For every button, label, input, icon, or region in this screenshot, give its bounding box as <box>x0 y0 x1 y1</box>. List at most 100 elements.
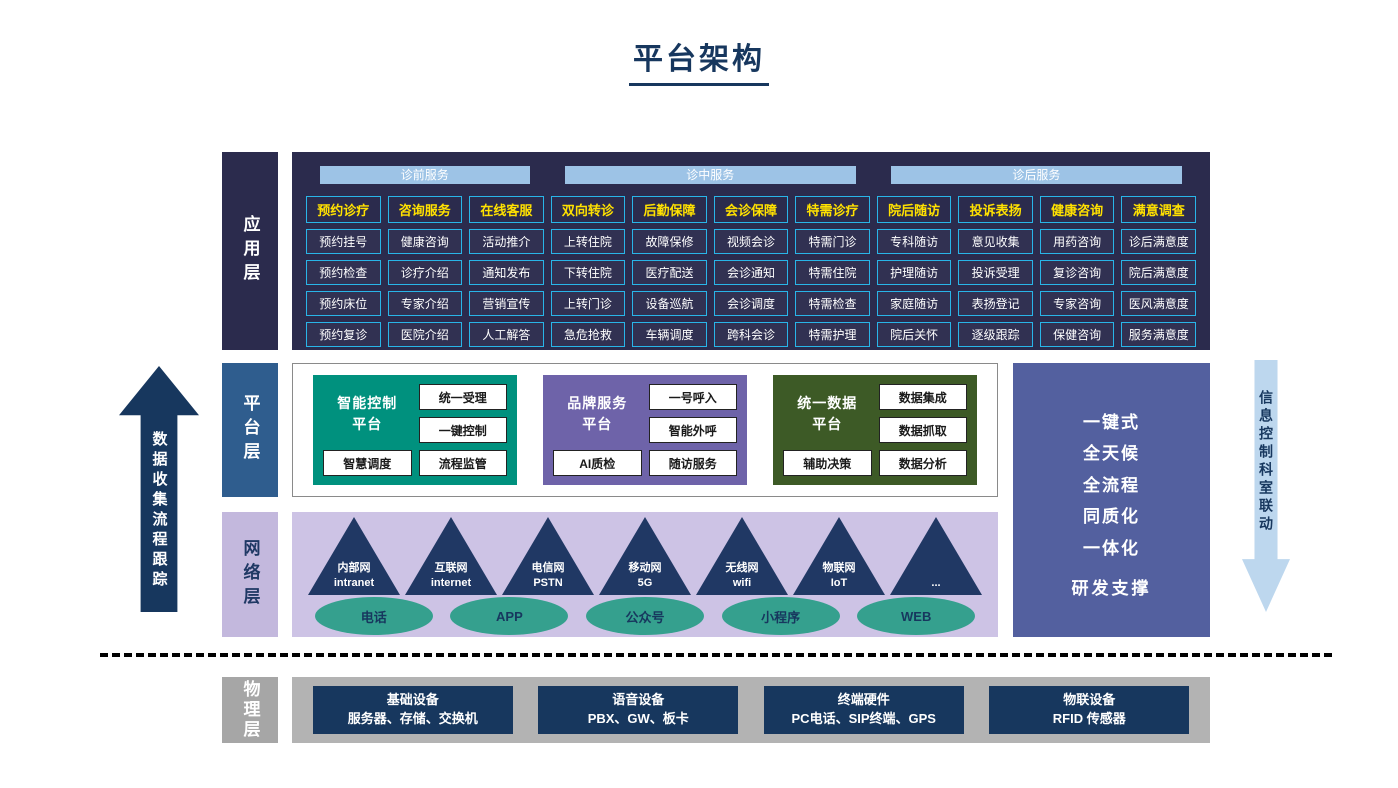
layer-label-application: 应用层 <box>222 152 278 350</box>
support-panel: 一键式 全天候 全流程 同质化 一体化 研发支撑 <box>1013 363 1210 637</box>
service-column: 预约诊疗预约挂号预约检查预约床位预约复诊 <box>306 196 381 347</box>
access-channel: 公众号 <box>585 597 704 635</box>
service-column-header: 预约诊疗 <box>306 196 381 223</box>
platform-name: 品牌服务 平台 <box>567 394 628 432</box>
platform-item: 数据集成 <box>878 384 967 410</box>
service-item: 家庭随访 <box>876 291 952 316</box>
service-column-header: 咨询服务 <box>387 196 463 223</box>
service-item: 护理随访 <box>876 260 952 285</box>
service-item: 保健咨询 <box>1039 322 1115 347</box>
service-column: 在线客服活动推介通知发布营销宣传人工解答 <box>469 196 544 347</box>
service-item: 特需住院 <box>795 260 870 285</box>
service-item: 医风满意度 <box>1121 291 1196 316</box>
page-title-text: 平台架构 <box>629 34 769 86</box>
device-title: 基础设备 <box>386 692 439 708</box>
service-item: 下转住院 <box>550 260 626 285</box>
network-node: 移动网 5G <box>599 517 691 595</box>
layer-divider <box>100 653 1332 657</box>
data-collection-arrow-label: 数据收集流程跟踪 <box>150 431 168 591</box>
service-column: 会诊保障视频会诊会诊通知会诊调度跨科会诊 <box>713 196 789 347</box>
service-item: 营销宣传 <box>469 291 544 316</box>
service-item: 医疗配送 <box>632 260 707 285</box>
service-item: 会诊通知 <box>713 260 789 285</box>
service-item: 通知发布 <box>469 260 544 285</box>
service-item: 人工解答 <box>469 322 544 347</box>
service-column: 特需诊疗特需门诊特需住院特需检查特需护理 <box>795 196 870 347</box>
service-column: 满意调查诊后满意度院后满意度医风满意度服务满意度 <box>1121 196 1196 347</box>
support-panel-slogan: 一键式 全天候 全流程 同质化 一体化 <box>1083 413 1140 558</box>
service-column-header: 院后随访 <box>876 196 952 223</box>
service-column-header: 特需诊疗 <box>795 196 870 223</box>
layer-label-network: 网络层 <box>222 512 278 637</box>
network-node-label: ... <box>931 577 941 590</box>
device-title: 终端硬件 <box>837 692 890 708</box>
service-item: 专家咨询 <box>1039 291 1115 316</box>
service-item: 活动推介 <box>469 229 544 254</box>
service-item: 预约挂号 <box>306 229 381 254</box>
service-column: 咨询服务健康咨询诊疗介绍专家介绍医院介绍 <box>387 196 463 347</box>
service-item: 上转住院 <box>550 229 626 254</box>
service-item: 用药咨询 <box>1039 229 1115 254</box>
network-node: 内部网 intranet <box>308 517 400 595</box>
service-column: 健康咨询用药咨询复诊咨询专家咨询保健咨询 <box>1039 196 1115 347</box>
platform-item: 辅助决策 <box>783 450 872 476</box>
service-item: 特需检查 <box>795 291 870 316</box>
access-channel: 电话 <box>314 597 433 635</box>
service-item: 上转门诊 <box>550 291 626 316</box>
device-detail: 服务器、存储、交换机 <box>347 711 478 726</box>
service-item: 专家介绍 <box>387 291 463 316</box>
service-item: 健康咨询 <box>387 229 463 254</box>
device-detail: PC电话、SIP终端、GPS <box>791 711 936 726</box>
service-item: 急危抢救 <box>550 322 626 347</box>
service-column-header: 投诉表扬 <box>958 196 1033 223</box>
service-item: 医院介绍 <box>387 322 463 347</box>
service-item: 预约复诊 <box>306 322 381 347</box>
platform-item: 数据抓取 <box>878 417 967 443</box>
service-column: 投诉表扬意见收集投诉受理表扬登记逐级跟踪 <box>958 196 1033 347</box>
layer-label-physical: 物理层 <box>222 677 278 743</box>
application-services-grid: 诊前服务诊中服务诊后服务预约诊疗预约挂号预约检查预约床位预约复诊咨询服务健康咨询… <box>306 166 1196 347</box>
service-column-header: 满意调查 <box>1121 196 1196 223</box>
platform-item: 智能外呼 <box>648 417 737 443</box>
network-node-label: 电信网 PSTN <box>531 562 565 590</box>
platform-item: 一键控制 <box>418 417 507 443</box>
information-control-arrow-label: 信息控制科室联动 <box>1258 390 1274 534</box>
service-item: 预约床位 <box>306 291 381 316</box>
service-item: 意见收集 <box>958 229 1033 254</box>
service-column-header: 会诊保障 <box>713 196 789 223</box>
service-item: 院后关怀 <box>876 322 952 347</box>
network-node-label: 互联网 internet <box>430 562 472 590</box>
service-column-header: 健康咨询 <box>1039 196 1115 223</box>
device-title: 物联设备 <box>1063 692 1116 708</box>
network-node: 无线网 wifi <box>696 517 788 595</box>
network-node-label: 内部网 intranet <box>333 562 375 590</box>
application-layer-panel: 诊前服务诊中服务诊后服务预约诊疗预约挂号预约检查预约床位预约复诊咨询服务健康咨询… <box>292 152 1210 350</box>
service-item: 特需护理 <box>795 322 870 347</box>
network-node-label: 无线网 wifi <box>725 562 759 590</box>
service-item: 故障保修 <box>632 229 707 254</box>
data-collection-arrow: 数据收集流程跟踪 <box>119 366 199 612</box>
device-detail: RFID 传感器 <box>1052 711 1126 726</box>
device-box: 终端硬件 PC电话、SIP终端、GPS <box>763 686 964 734</box>
information-control-arrow: 信息控制科室联动 <box>1242 360 1290 612</box>
service-item: 投诉受理 <box>958 260 1033 285</box>
device-box: 物联设备 RFID 传感器 <box>989 686 1190 734</box>
platform-item: 流程监管 <box>418 450 507 476</box>
service-item: 院后满意度 <box>1121 260 1196 285</box>
access-channel: WEB <box>857 597 976 635</box>
service-group-header: 诊中服务 <box>564 166 856 184</box>
network-node: 物联网 IoT <box>793 517 885 595</box>
platform-item: AI质检 <box>553 450 642 476</box>
service-group-header: 诊后服务 <box>890 166 1182 184</box>
platform-item: 智慧调度 <box>323 450 412 476</box>
service-column-header: 后勤保障 <box>632 196 707 223</box>
service-item: 服务满意度 <box>1121 322 1196 347</box>
platform-name: 统一数据 平台 <box>797 394 858 432</box>
network-node: 电信网 PSTN <box>502 517 594 595</box>
platform-item: 随访服务 <box>648 450 737 476</box>
access-channel: 小程序 <box>721 597 840 635</box>
network-nodes-row: 内部网 intranet 互联网 internet 电信网 PSTN 移动网 5G 无线… <box>292 512 998 595</box>
